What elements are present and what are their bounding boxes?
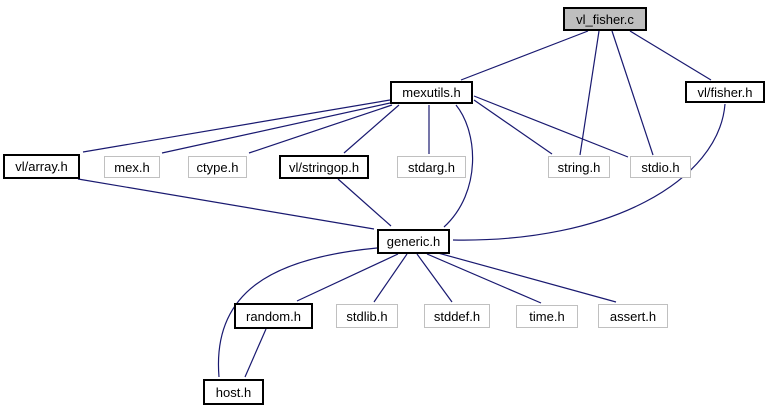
edge-generic_h-to-host_h: [217, 247, 378, 378]
edge-mexutils_h-to-stdio_h: [473, 95, 629, 158]
node-label-mex_h: mex.h: [114, 159, 150, 175]
edge-mexutils_h-to-vl_array_h: [82, 99, 391, 153]
edge-mexutils_h-to-mex_h: [161, 102, 391, 154]
node-assert_h: assert.h: [598, 304, 668, 328]
node-random_h[interactable]: random.h: [234, 303, 313, 329]
node-label-stdarg_h: stdarg.h: [408, 159, 455, 175]
edge-vl_fisher_c-to-vl_fisher_h: [629, 30, 712, 81]
edge-generic_h-to-assert_h: [437, 252, 617, 303]
node-vl_array_h[interactable]: vl/array.h: [3, 154, 80, 179]
node-vl_fisher_c: vl_fisher.c: [563, 7, 647, 31]
node-label-mexutils_h: mexutils.h: [402, 85, 461, 100]
edge-vl_stringop_h-to-generic_h: [337, 178, 392, 227]
node-label-generic_h: generic.h: [386, 234, 441, 249]
node-vl_stringop_h[interactable]: vl/stringop.h: [279, 155, 369, 179]
node-stdarg_h: stdarg.h: [397, 156, 466, 178]
edge-vl_fisher_c-to-mexutils_h: [460, 30, 589, 81]
edge-generic_h-to-time_h: [426, 253, 542, 304]
edge-generic_h-to-stdlib_h: [373, 253, 408, 303]
node-stddef_h: stddef.h: [424, 304, 490, 328]
node-host_h[interactable]: host.h: [203, 379, 264, 405]
node-label-string_h: string.h: [557, 159, 601, 175]
node-label-assert_h: assert.h: [609, 308, 657, 324]
node-ctype_h: ctype.h: [188, 156, 247, 178]
edge-vl_fisher_h-to-generic_h: [452, 103, 726, 241]
node-label-time_h: time.h: [529, 309, 565, 324]
node-generic_h[interactable]: generic.h: [377, 229, 450, 254]
edge-random_h-to-host_h: [244, 328, 267, 378]
edge-generic_h-to-stddef_h: [416, 253, 453, 303]
edge-vl_array_h-to-generic_h: [77, 178, 375, 230]
node-mexutils_h[interactable]: mexutils.h: [390, 81, 473, 104]
node-label-host_h: host.h: [215, 384, 252, 400]
node-label-stdlib_h: stdlib.h: [346, 308, 388, 324]
node-vl_fisher_h[interactable]: vl/fisher.h: [685, 81, 765, 103]
node-mex_h: mex.h: [104, 156, 160, 178]
node-label-random_h: random.h: [246, 308, 301, 324]
node-label-ctype_h: ctype.h: [196, 159, 239, 175]
node-label-vl_array_h: vl/array.h: [15, 159, 68, 174]
node-label-stdio_h: stdio.h: [641, 159, 680, 175]
edge-mexutils_h-to-ctype_h: [248, 104, 393, 154]
edge-mexutils_h-to-string_h: [473, 99, 553, 155]
edge-generic_h-to-random_h: [296, 253, 399, 302]
node-label-vl_fisher_h: vl/fisher.h: [697, 84, 753, 100]
node-time_h: time.h: [516, 305, 578, 328]
edge-mexutils_h-to-generic_h: [443, 104, 474, 228]
edge-vl_fisher_c-to-stdio_h: [611, 30, 654, 156]
edge-mexutils_h-to-vl_stringop_h: [343, 104, 400, 154]
node-label-vl_stringop_h: vl/stringop.h: [288, 159, 360, 175]
node-stdlib_h: stdlib.h: [336, 304, 398, 328]
edge-vl_fisher_c-to-string_h: [579, 30, 600, 156]
node-label-stddef_h: stddef.h: [433, 308, 481, 324]
node-stdio_h: stdio.h: [630, 156, 691, 178]
node-string_h: string.h: [548, 156, 610, 178]
node-label-vl_fisher_c: vl_fisher.c: [576, 11, 634, 27]
